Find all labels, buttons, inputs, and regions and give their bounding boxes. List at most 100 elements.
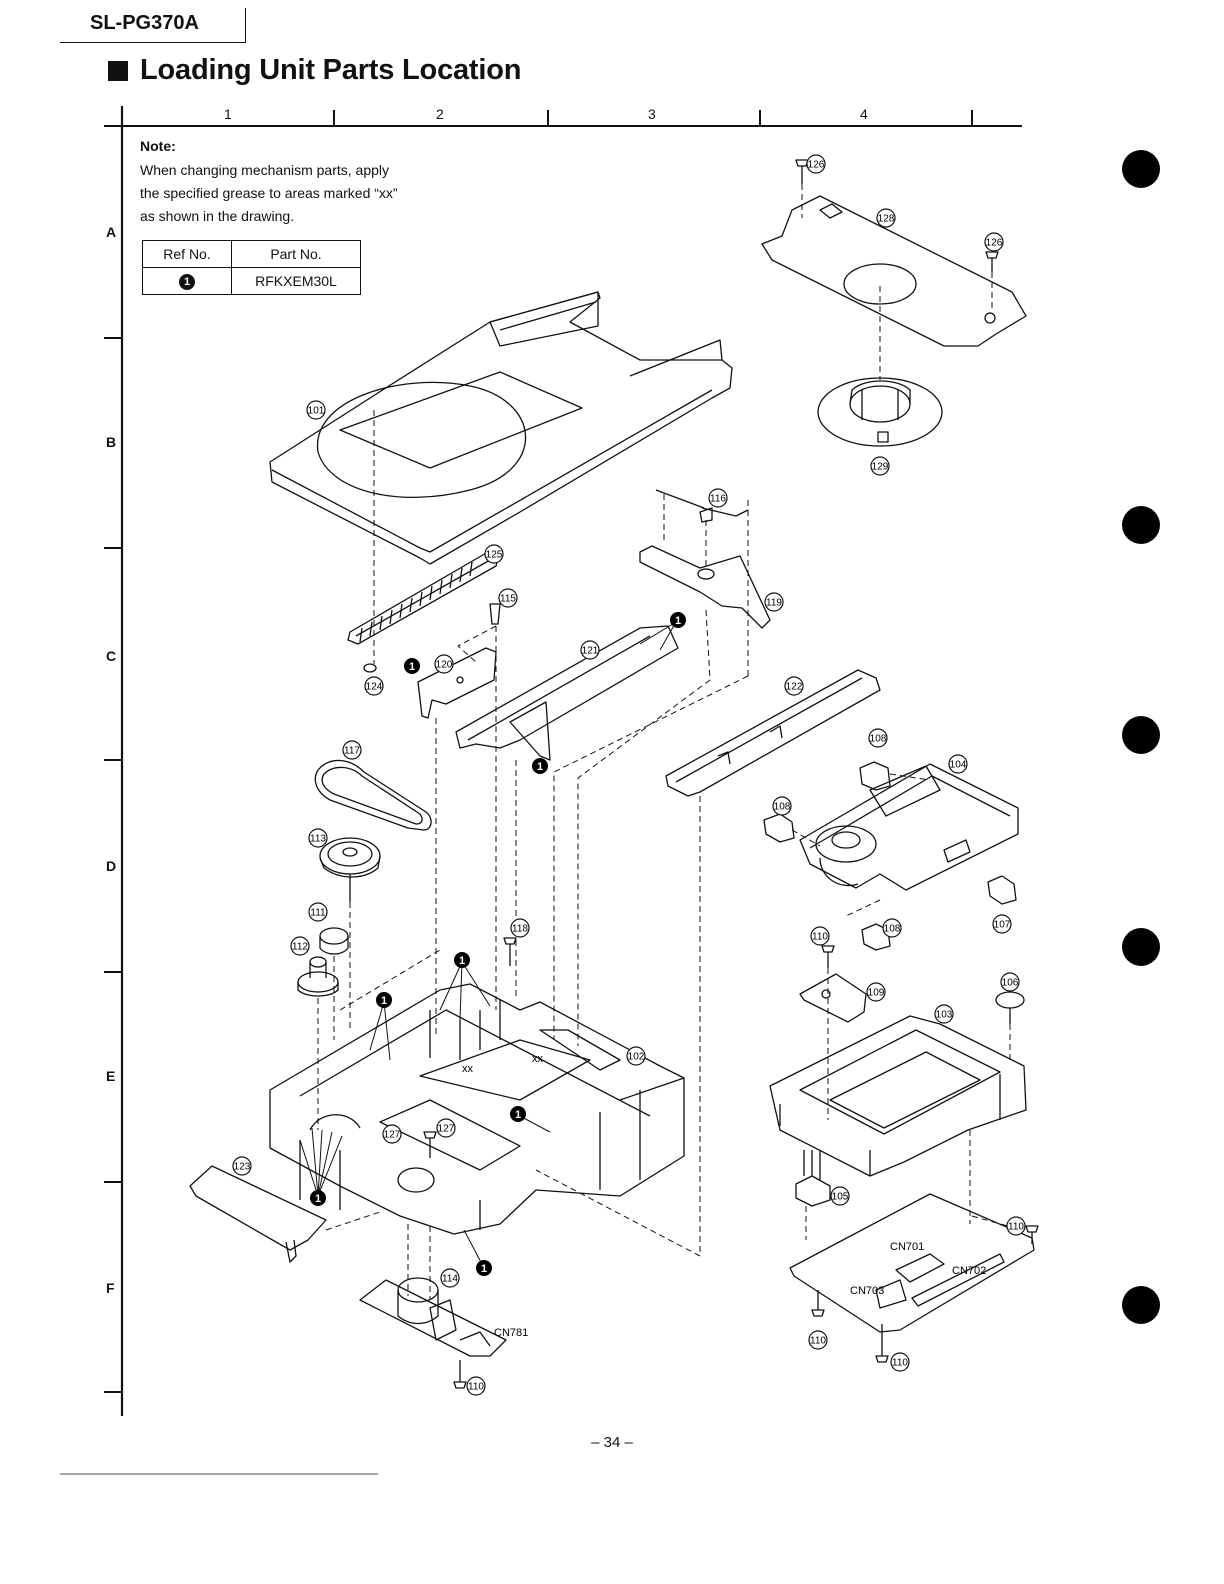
table-row: 1 RFKXEM30L xyxy=(142,267,361,295)
ref-table-cell-ref: 1 xyxy=(142,267,232,295)
part-label-127: 127 xyxy=(382,1124,402,1144)
part-120-bracket xyxy=(417,647,497,719)
grid-column-2: 2 xyxy=(436,106,444,122)
svg-text:111: 111 xyxy=(310,908,326,919)
svg-text:126: 126 xyxy=(808,160,825,171)
part-105-connector xyxy=(795,1150,831,1207)
model-number: SL-PG370A xyxy=(90,12,199,34)
svg-text:129: 129 xyxy=(872,462,889,473)
screw-110-bracket xyxy=(821,945,835,968)
connector-label-cn781: CN781 xyxy=(494,1327,528,1339)
part-108-clip-bottom xyxy=(861,923,891,951)
part-107-clip xyxy=(987,875,1017,905)
part-label-108: 108 xyxy=(882,918,902,938)
binding-hole-dot xyxy=(1122,928,1160,966)
svg-text:107: 107 xyxy=(994,920,1011,931)
grid-row-d: D xyxy=(106,858,117,874)
part-label-118: 118 xyxy=(510,918,530,938)
ref-table-header-row: Ref No. Part No. xyxy=(142,240,361,268)
ref-table-cell-part: RFKXEM30L xyxy=(231,267,361,295)
ref-table: Ref No. Part No. 1 RFKXEM30L xyxy=(142,240,361,295)
svg-text:114: 114 xyxy=(442,1274,458,1285)
part-label-106: 106 xyxy=(1000,972,1020,992)
screw-126-top xyxy=(795,159,809,184)
svg-text:1: 1 xyxy=(537,761,543,773)
part-label-115: 115 xyxy=(498,588,518,608)
part-label-110: 110 xyxy=(810,926,830,946)
part-label-108: 108 xyxy=(868,728,888,748)
screw-110-pcb-bottom xyxy=(875,1324,889,1363)
title-row: Loading Unit Parts Location xyxy=(108,54,521,87)
note-line-3: as shown in the drawing. xyxy=(140,208,295,224)
part-label-120: 120 xyxy=(434,654,454,674)
grid-row-b: B xyxy=(106,434,117,450)
svg-text:117: 117 xyxy=(344,746,360,757)
part-label-105: 105 xyxy=(830,1186,850,1206)
svg-text:127: 127 xyxy=(438,1124,455,1135)
grease-mark-icon: 1 xyxy=(179,273,195,290)
grease-mark-icon: 1 xyxy=(454,952,470,968)
svg-text:108: 108 xyxy=(774,802,791,813)
part-label-125: 125 xyxy=(484,544,504,564)
screw-110-motor xyxy=(453,1360,467,1389)
connector-label-cn701: CN701 xyxy=(890,1241,924,1253)
grid-row-a: A xyxy=(106,224,117,240)
part-103-frame xyxy=(769,1015,1027,1177)
main-pcb xyxy=(789,1193,1035,1333)
part-label-104: 104 xyxy=(948,754,968,774)
grease-mark-icon: 1 xyxy=(404,658,420,674)
grease-mark-icon: 1 xyxy=(670,612,686,628)
ref-table-header-part: Part No. xyxy=(231,240,361,268)
svg-text:128: 128 xyxy=(878,214,895,225)
part-label-110: 110 xyxy=(466,1376,486,1396)
part-label-102: 102 xyxy=(626,1046,646,1066)
svg-text:113: 113 xyxy=(310,834,326,845)
screw-118 xyxy=(503,937,517,966)
part-label-121: 121 xyxy=(580,640,600,660)
part-109-bracket xyxy=(799,973,867,1023)
part-113-pulley xyxy=(319,837,381,902)
binding-hole-dot xyxy=(1122,716,1160,754)
svg-text:103: 103 xyxy=(936,1010,953,1021)
note-line-1: When changing mechanism parts, apply xyxy=(140,162,390,178)
svg-text:102: 102 xyxy=(628,1052,645,1063)
part-114-motor-board xyxy=(359,1277,507,1357)
grease-mark-icon: 1 xyxy=(476,1260,492,1276)
part-129-clamper xyxy=(817,377,943,447)
part-123-plate xyxy=(189,1165,327,1263)
svg-text:120: 120 xyxy=(436,660,453,671)
connector-label-cn702: CN702 xyxy=(952,1265,986,1277)
svg-text:109: 109 xyxy=(868,988,885,999)
grease-leader-lines xyxy=(299,621,677,1269)
svg-text:121: 121 xyxy=(582,646,599,657)
part-104-pickup xyxy=(799,763,1019,891)
part-112-gear xyxy=(297,956,339,997)
grease-mark-icon: 1 xyxy=(310,1190,326,1206)
binding-hole-dot xyxy=(1122,506,1160,544)
part-label-123: 123 xyxy=(232,1156,252,1176)
part-label-111: 111 xyxy=(308,902,328,922)
svg-text:1: 1 xyxy=(381,995,387,1007)
part-label-108: 108 xyxy=(772,796,792,816)
svg-text:124: 124 xyxy=(366,682,383,693)
svg-text:115: 115 xyxy=(500,594,516,605)
svg-text:110: 110 xyxy=(892,1358,908,1369)
svg-text:110: 110 xyxy=(812,932,828,943)
svg-text:1: 1 xyxy=(409,661,415,673)
svg-text:122: 122 xyxy=(786,682,803,693)
part-label-128: 128 xyxy=(876,208,896,228)
part-121-slider xyxy=(455,625,679,761)
screw-110-pcb-right xyxy=(1025,1225,1039,1244)
part-106-disk xyxy=(995,991,1025,1024)
part-101-disc-tray xyxy=(269,291,733,565)
part-label-114: 114 xyxy=(440,1268,460,1288)
screw-115 xyxy=(489,603,501,625)
part-125-rack xyxy=(347,551,499,645)
svg-text:126: 126 xyxy=(986,238,1003,249)
svg-text:1: 1 xyxy=(459,955,465,967)
svg-text:119: 119 xyxy=(766,598,782,609)
grease-area-mark: xx xyxy=(532,1053,544,1065)
screw-126-right xyxy=(985,251,999,272)
